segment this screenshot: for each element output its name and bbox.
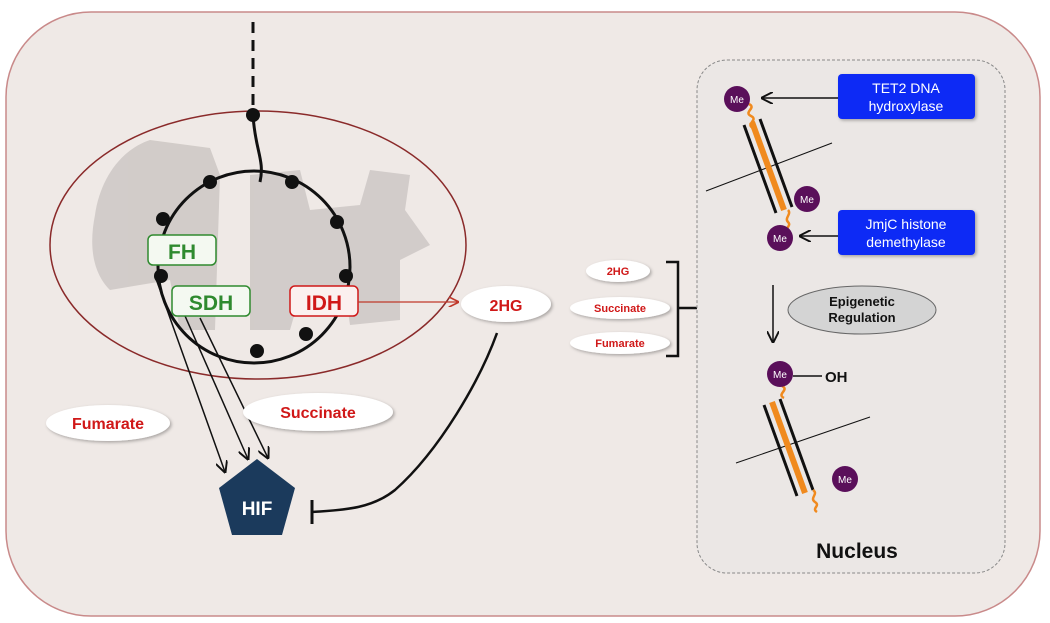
fh-enzyme-box: FH [147,234,217,266]
cycle-dots [154,108,353,358]
jmjc-line2: demethylase [866,234,946,250]
small-2hg-oval [586,260,650,282]
succinate-label: Succinate [280,405,356,422]
2hg-label: 2HG [490,298,523,315]
me-dot-hydroxylated [767,361,793,387]
sdh-label: SDH [189,292,233,315]
me-label-histone-2: Me [773,234,787,245]
epigenetic-regulation-oval [787,285,937,335]
small-succinate-oval [570,297,670,319]
cycle-dot [339,269,353,283]
cycle-dot [285,175,299,189]
me-label-histone-3: Me [838,475,852,486]
small-fumarate-label: Fumarate [595,338,645,350]
2hg-oval [461,286,551,322]
sdh-enzyme-box: SDH [171,285,251,317]
cycle-dot [203,175,217,189]
idh-label: IDH [306,292,342,315]
cycle-dot [250,344,264,358]
hif-pentagon [219,459,295,535]
me-dot-histone-2 [767,225,793,251]
small-2hg-label: 2HG [607,266,630,278]
entry-connector [251,114,263,183]
small-fumarate-oval [570,332,670,354]
tet2-box [838,74,975,119]
cycle-dot [246,108,260,122]
hif-label: HIF [242,499,273,520]
me-dot-dna [724,86,750,112]
me-label-hydroxylated: Me [773,370,787,381]
succinate-oval [243,393,393,431]
2hg-inhibits-hif [311,332,499,514]
sdh-to-hif-arrow [177,299,248,459]
tet2-line2: hydroxylase [869,98,944,114]
cycle-dot [154,269,168,283]
lower-chromatin [735,384,871,514]
cycle-dot [330,215,344,229]
me-label-dna: Me [730,95,744,106]
epigenetic-line1: Epigenetic [829,294,895,309]
fh-to-hif-arrow [154,275,225,472]
tca-cycle [156,169,352,365]
tet2-line1: TET2 DNA [872,80,940,96]
cycle-dot [299,327,313,341]
small-succinate-label: Succinate [594,303,646,315]
upper-chromatin [705,102,833,233]
epigenetic-line2: Regulation [828,310,895,325]
cycle-to-hif-arrow [199,317,268,458]
jmjc-box [838,210,975,255]
nucleus-label: Nucleus [816,540,898,563]
cycle-dot [156,212,170,226]
idh-enzyme-box: IDH [289,285,359,317]
jmjc-line1: JmjC histone [866,216,947,232]
fumarate-label: Fumarate [72,416,144,433]
oh-label: OH [825,369,848,386]
me-label-histone-1: Me [800,195,814,206]
me-dot-histone-3 [832,466,858,492]
fh-label: FH [168,241,196,264]
fumarate-oval [46,405,170,441]
me-dot-histone-1 [794,186,820,212]
